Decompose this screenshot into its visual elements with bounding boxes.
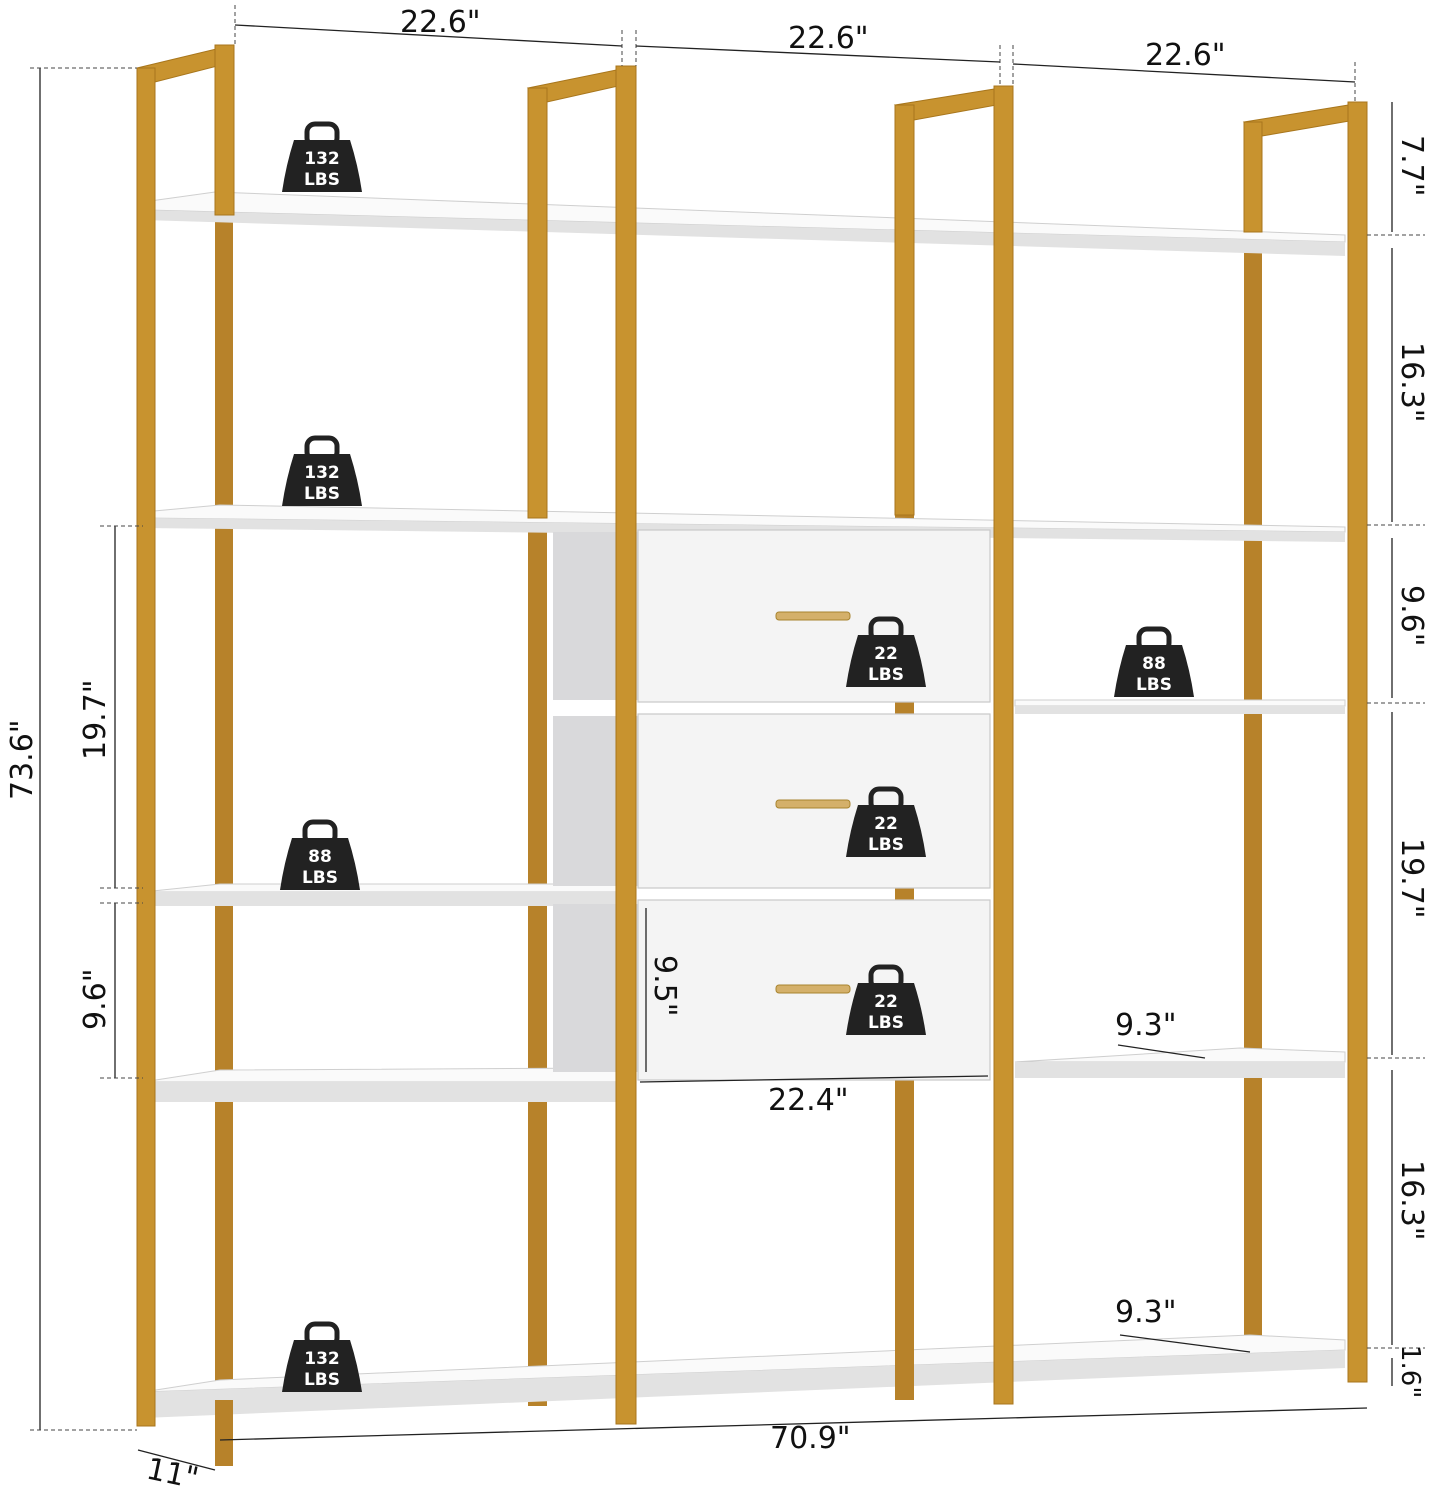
- right-height-4: 19.7": [1394, 838, 1429, 919]
- drawer-height-label: 9.5": [647, 955, 682, 1017]
- left-section-height-label: 19.7": [78, 679, 113, 760]
- depth-label: 11": [143, 1452, 201, 1497]
- right-height-5: 16.3": [1394, 1160, 1429, 1241]
- kettlebell-icon: [280, 838, 360, 890]
- badge-weight-value: 88: [1142, 654, 1166, 674]
- badge-weight-unit: LBS: [304, 484, 340, 504]
- right-height-1: 7.7": [1394, 135, 1429, 197]
- badge-weight-unit: LBS: [302, 868, 338, 888]
- shelf-depth-label-1: 9.3": [1115, 1008, 1177, 1043]
- badge-weight-value: 22: [874, 992, 898, 1012]
- dimension-labels: 22.6" 22.6" 22.6" 73.6" 19.7" 9.6" 7.7" …: [5, 5, 1429, 1497]
- kettlebell-icon: [282, 1340, 362, 1392]
- right-height-6: 1.6": [1395, 1345, 1425, 1398]
- badge-weight-unit: LBS: [868, 835, 904, 855]
- width-right-label: 22.6": [1145, 38, 1226, 73]
- width-left-label: 22.6": [400, 5, 481, 40]
- badge-weight-value: 132: [304, 463, 340, 483]
- badge-weight-value: 22: [874, 814, 898, 834]
- drawer-handle: [775, 984, 851, 994]
- drawer-width-label: 22.4": [768, 1083, 849, 1118]
- dimension-lines: [30, 5, 1425, 1471]
- kettlebell-icon: [846, 635, 926, 687]
- badge-weight-unit: LBS: [304, 1370, 340, 1390]
- kettlebell-icon: [282, 454, 362, 506]
- kettlebell-icon: [282, 140, 362, 192]
- right-height-3: 9.6": [1394, 585, 1429, 647]
- badge-weight-value: 22: [874, 644, 898, 664]
- kettlebell-icon: [846, 983, 926, 1035]
- drawer-handle: [775, 611, 851, 621]
- badge-weight-unit: LBS: [868, 665, 904, 685]
- weight-badges: 132LBS132LBS88LBS132LBS22LBS22LBS22LBS88…: [280, 121, 1194, 1392]
- total-height-label: 73.6": [5, 719, 40, 800]
- frame-front: [135, 44, 1368, 1466]
- left-gap-label: 9.6": [78, 968, 113, 1030]
- badge-weight-unit: LBS: [1136, 675, 1172, 695]
- badge-weight-unit: LBS: [304, 170, 340, 190]
- badge-weight-value: 132: [304, 1349, 340, 1369]
- badge-weight-value: 132: [304, 149, 340, 169]
- badge-weight-unit: LBS: [868, 1013, 904, 1033]
- badge-weight-value: 88: [308, 847, 332, 867]
- right-height-2: 16.3": [1394, 342, 1429, 423]
- width-middle-label: 22.6": [788, 21, 869, 56]
- kettlebell-icon: [1114, 645, 1194, 697]
- drawers: [553, 529, 991, 1081]
- shelf-depth-label-2: 9.3": [1115, 1295, 1177, 1330]
- drawer-handle: [775, 799, 851, 809]
- total-width-label: 70.9": [770, 1421, 851, 1456]
- kettlebell-icon: [846, 805, 926, 857]
